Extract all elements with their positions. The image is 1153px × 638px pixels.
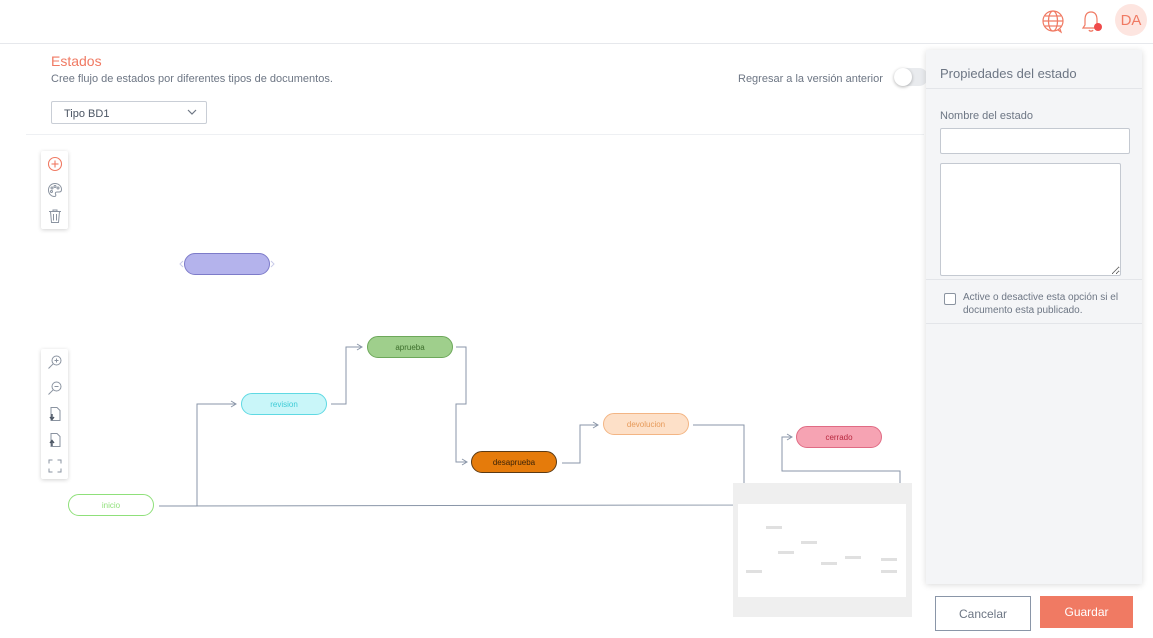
edge-desaprueba-devolucion	[562, 424, 598, 464]
page-title: Estados	[51, 53, 102, 69]
panel-divider	[926, 279, 1142, 280]
page-subtitle: Cree flujo de estados por diferentes tip…	[51, 73, 333, 85]
state-node-aprueba[interactable]: aprueba	[367, 336, 453, 358]
panel-divider	[926, 323, 1142, 324]
published-checkbox[interactable]	[944, 293, 956, 305]
view-toolbox	[41, 349, 68, 479]
edge-devolucion-down	[159, 424, 745, 507]
upload-icon[interactable]	[41, 427, 68, 453]
state-node-blank[interactable]	[184, 253, 270, 275]
state-node-revision[interactable]: revision	[241, 393, 327, 415]
state-node-cerrado[interactable]: cerrado	[796, 426, 882, 448]
palette-icon[interactable]	[41, 177, 68, 203]
avatar[interactable]: DA	[1115, 4, 1147, 36]
top-bar: DA	[0, 0, 1153, 44]
state-name-input[interactable]	[940, 128, 1130, 154]
edge-revision-aprueba	[331, 346, 362, 405]
arrowhead	[592, 421, 599, 429]
minimap-node	[766, 526, 782, 529]
chevron-down-icon	[186, 106, 198, 121]
download-icon[interactable]	[41, 401, 68, 427]
arrowhead	[179, 260, 184, 268]
revert-version-label: Regresar a la versión anterior	[738, 73, 883, 85]
edit-toolbox	[41, 151, 68, 229]
panel-title: Propiedades del estado	[940, 66, 1077, 81]
header-divider	[26, 134, 924, 135]
trash-icon[interactable]	[41, 203, 68, 229]
edge-inicio-revision	[159, 403, 236, 507]
edge-to-cerrado	[781, 436, 901, 505]
state-node-devolucion[interactable]: devolucion	[603, 413, 689, 435]
document-type-value: Tipo BD1	[64, 108, 110, 120]
minimap-node	[845, 556, 861, 559]
minimap-node	[801, 541, 817, 544]
minimap-node	[881, 558, 897, 561]
notification-dot	[1094, 23, 1102, 31]
edge-aprueba-desaprueba	[455, 346, 467, 463]
arrowhead	[356, 343, 363, 351]
state-name-label: Nombre del estado	[940, 110, 1033, 122]
zoom-out-icon[interactable]	[41, 375, 68, 401]
arrowhead	[270, 260, 275, 268]
minimap-node	[746, 570, 762, 573]
published-checkbox-label: Active o desactive esta opción si el doc…	[963, 292, 1119, 316]
minimap-viewport	[738, 504, 906, 597]
zoom-in-icon[interactable]	[41, 349, 68, 375]
cancel-button[interactable]: Cancelar	[935, 596, 1031, 631]
document-type-select[interactable]: Tipo BD1	[51, 101, 207, 124]
arrowhead	[461, 458, 468, 466]
state-node-desaprueba[interactable]: desaprueba	[471, 451, 557, 473]
arrowhead	[786, 433, 793, 441]
diagram-minimap[interactable]	[733, 483, 912, 617]
globe-icon[interactable]	[1038, 6, 1068, 36]
state-properties-panel: Propiedades del estado Nombre del estado…	[926, 50, 1142, 584]
state-node-inicio[interactable]: inicio	[68, 494, 154, 516]
revert-version-toggle[interactable]	[894, 68, 928, 86]
bell-icon[interactable]	[1076, 6, 1106, 36]
panel-divider	[926, 88, 1142, 89]
save-button[interactable]: Guardar	[1040, 596, 1133, 628]
minimap-node	[881, 570, 897, 573]
fullscreen-icon[interactable]	[41, 453, 68, 479]
toggle-knob	[894, 68, 912, 86]
arrowhead	[230, 400, 237, 408]
add-circle-icon[interactable]	[41, 151, 68, 177]
state-description-textarea[interactable]	[940, 163, 1121, 276]
minimap-node	[778, 551, 794, 554]
minimap-node	[821, 562, 837, 565]
